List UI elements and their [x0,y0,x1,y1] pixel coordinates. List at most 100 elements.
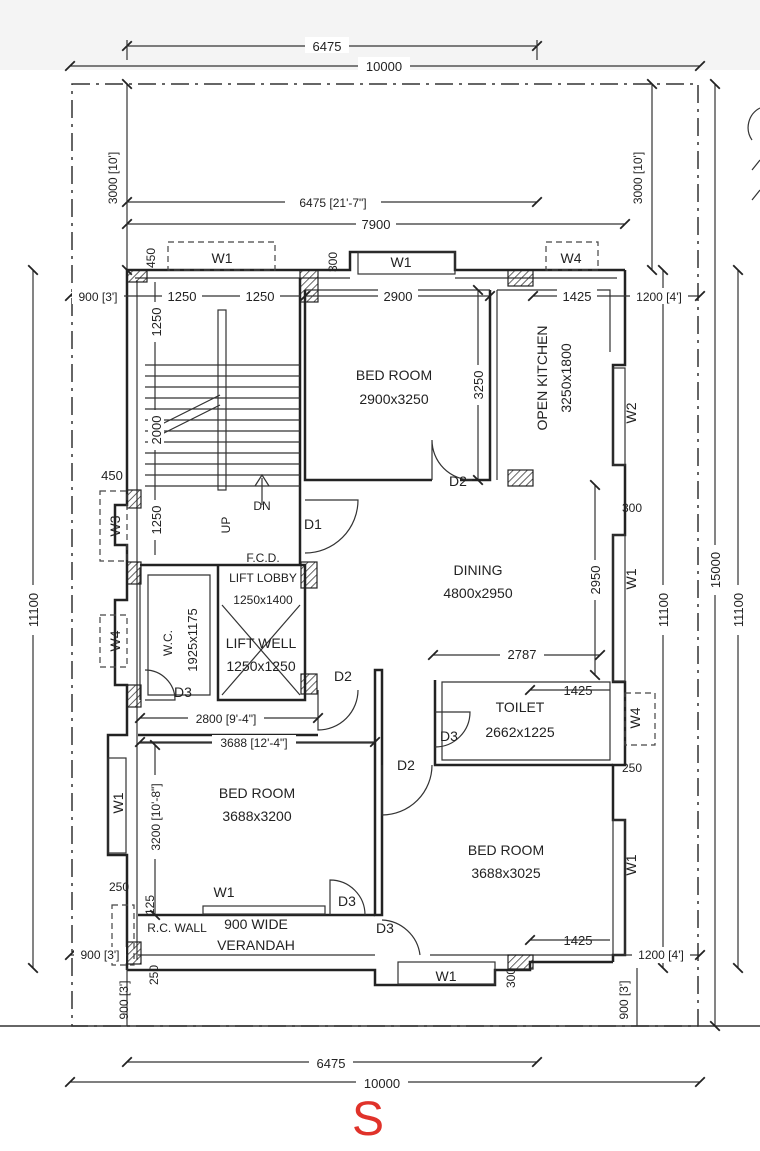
door-d3-wc: D3 [174,684,192,700]
windows [99,241,656,985]
staircase: DN UP [145,309,300,534]
dim-left-3000: 3000 [10'] [106,152,120,204]
bedroom2-name: BED ROOM [219,785,295,801]
window-w1-bottom: W1 [436,968,457,984]
dim-bot-v-900a: 900 [3'] [117,981,131,1020]
window-w4-top: W4 [561,250,582,266]
window-w1-right: W1 [623,568,639,589]
dim-top-6475: 6475 [313,39,342,54]
dim-h-450: 450 [101,468,123,483]
dim-bottom-10000: 10000 [364,1076,400,1091]
bedroom2-size: 3688x3200 [222,808,292,824]
bedroom1-name: BED ROOM [356,367,432,383]
dim-left-11100: 11100 [26,593,41,627]
lobby-name-1: F.C.D. [246,551,279,565]
dim-bot-300: 300 [504,968,518,988]
dim-wc-size: 1925x1175 [185,608,200,671]
lift-well [221,604,301,696]
window-w1-top-mid: W1 [391,254,412,270]
liftwell-size: 1250x1250 [226,658,296,674]
rc-wall-label: R.C. WALL [147,921,207,935]
kitchen-name: OPEN KITCHEN [534,325,550,430]
window-w1-left: W1 [110,792,126,813]
door-d3-bed2: D3 [338,893,356,909]
dim-3688: 3688 [12'-4"] [220,736,287,750]
window-w4-right: W4 [627,707,643,728]
dim-top-10000: 10000 [366,59,402,74]
dim-2800: 2800 [9'-4"] [196,712,257,726]
stair-down-label: DN [253,499,270,513]
dim-stair-v-1250: 1250 [149,308,164,337]
dim-left-900: 900 [3'] [79,290,118,304]
dim-v-125: 125 [143,895,157,915]
dimension-labels: 1250 1250 2900 1425 900 [3'] 1200 [4'] 4… [72,248,690,1091]
dim-far-11100: 11100 [731,593,746,627]
dim-right-15000: 15000 [708,552,723,588]
toilet-name: TOILET [496,699,545,715]
dining-size: 4800x2950 [443,585,513,601]
bedroom1-size: 2900x3250 [359,391,429,407]
window-w3-left: W3 [107,515,123,536]
window-w1-top-left: W1 [212,250,233,266]
dim-right-11100: 11100 [656,593,671,627]
dim-bed-v-3200: 3200 [10'-8"] [149,783,163,850]
opening-labels: W1 W1 W4 W2 W1 W4 W1 W3 W4 W1 W1 W1 D1 D… [107,250,643,984]
wc-name: W.C. [161,630,175,656]
dim-stair-1250b: 1250 [246,289,275,304]
vertical-dimensions: 11100 11100 15000 11100 [24,78,747,1032]
dim-v-450: 450 [144,248,158,268]
dim-kit-1425: 1425 [563,289,592,304]
dim-right-300: 300 [622,501,642,515]
door-d3-toilet: D3 [440,728,458,744]
door-d1: D1 [304,516,322,532]
compass-south-label: S [352,1093,384,1146]
dim-2787: 2787 [508,647,537,662]
compass-arc [747,107,760,141]
dim-inner-7900: 7900 [362,217,391,232]
dim-stair-v-2000: 2000 [149,416,164,445]
dim-bot-right-1200: 1200 [4'] [638,948,684,962]
dim-stair-v-1250b: 1250 [149,506,164,535]
kitchen-size: 3250x1800 [558,343,574,413]
window-w2-right: W2 [623,402,639,423]
window-w1-right-low: W1 [623,854,639,875]
dining-name: DINING [454,562,503,578]
dim-v-250c: 250 [147,965,161,985]
top-dimensions: 6475 10000 [64,37,706,74]
dim-stair-1250a: 1250 [168,289,197,304]
door-d3-verandah: D3 [376,920,394,936]
dim-right-1200: 1200 [4'] [636,290,682,304]
dim-dining-v-2950: 2950 [588,566,603,595]
setback-dimensions: 3000 [10'] 3000 [10'] [106,78,658,276]
dim-bed-2900: 2900 [384,289,413,304]
toilet-size: 2662x1225 [485,724,555,740]
verandah-line1: 900 WIDE [224,916,288,932]
window-w4-left: W4 [107,630,123,651]
dim-toilet-1425: 1425 [564,683,593,698]
dim-v-250a: 250 [109,880,129,894]
verandah-line2: VERANDAH [217,937,295,953]
doors [144,439,473,956]
stair-up-label: UP [219,517,233,534]
door-d2-lobby: D2 [334,668,352,684]
dim-bed-v-3250: 3250 [471,371,486,400]
window-w1-bed2: W1 [214,884,235,900]
door-d2-bed3: D2 [397,757,415,773]
dim-v-250b: 250 [622,761,642,775]
dim-bot-1425: 1425 [564,933,593,948]
inner-top-dimensions: 6475 [21'-7"] 7900 [121,194,631,232]
lobby-name-2: LIFT LOBBY [229,571,297,585]
dim-bottom-6475: 6475 [317,1056,346,1071]
dim-v-300: 300 [326,252,340,272]
bedroom3-size: 3688x3025 [471,865,541,881]
door-d2-bed1: D2 [449,473,467,489]
compass-marks [751,159,760,201]
dim-bot-v-900b: 900 [3'] [617,981,631,1020]
dim-bot-left-900: 900 [3'] [81,948,120,962]
bedroom3-name: BED ROOM [468,842,544,858]
room-labels: BED ROOM 2900x3250 OPEN KITCHEN 3250x180… [147,325,574,953]
lobby-size: 1250x1400 [233,593,293,607]
dim-inner-6475: 6475 [21'-7"] [299,196,366,210]
dim-right-3000: 3000 [10'] [631,152,645,204]
